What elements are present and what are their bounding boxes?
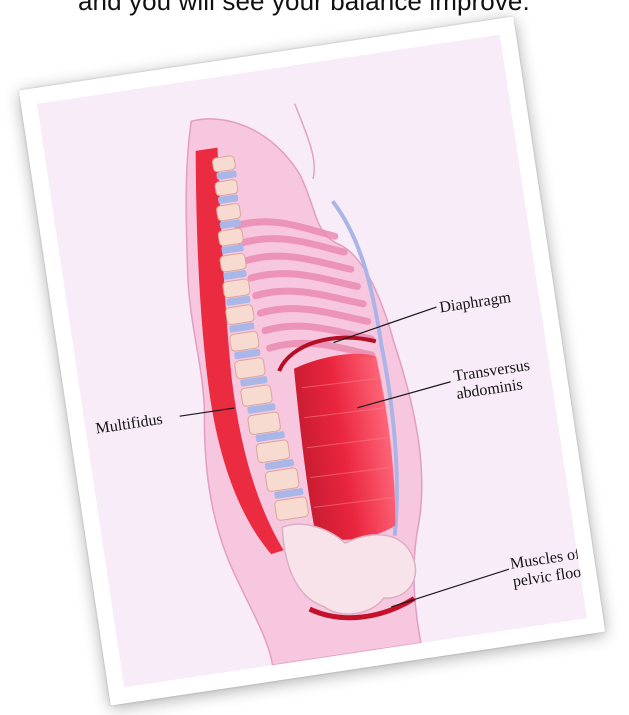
- anatomy-svg: Diaphragm Multifidus Transversus abdomin…: [37, 35, 587, 688]
- neck-outline: [295, 102, 317, 180]
- anatomy-illustration: Diaphragm Multifidus Transversus abdomin…: [37, 35, 587, 688]
- photo-card: Diaphragm Multifidus Transversus abdomin…: [19, 16, 605, 705]
- label-multifidus: Multifidus: [94, 411, 163, 438]
- label-diaphragm: Diaphragm: [438, 289, 512, 317]
- caption-text: and you will see your balance improve.: [0, 0, 629, 17]
